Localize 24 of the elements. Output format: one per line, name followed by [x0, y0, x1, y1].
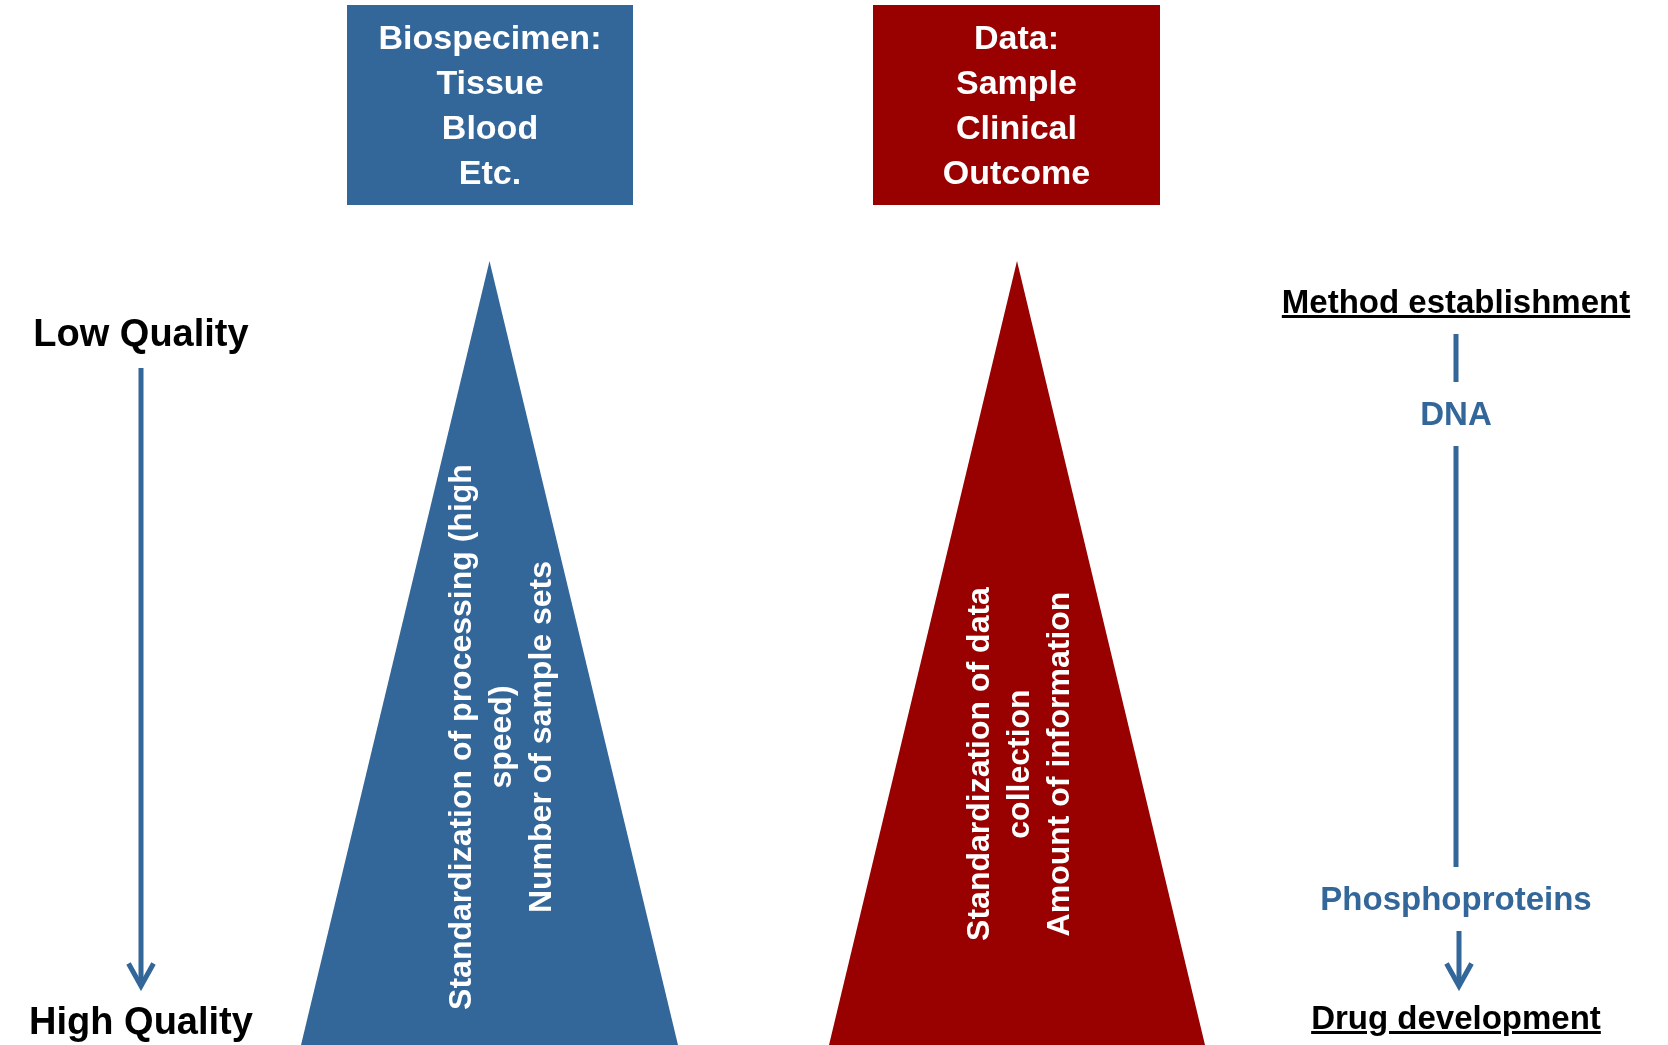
box-heading: Biospecimen: — [378, 17, 602, 58]
box-item: Clinical — [956, 107, 1077, 148]
triangle-text: Amount of information — [1039, 590, 1077, 939]
axis-label: Low Quality — [33, 311, 249, 355]
stage-label: Method establishment — [1281, 283, 1631, 321]
stage-label: Phosphoproteins — [1320, 880, 1592, 918]
triangle-text: Standardization of processing (high speed) — [441, 463, 519, 1012]
box-item: Etc. — [458, 152, 522, 193]
triangle-text: Number of sample sets — [521, 559, 559, 916]
stage-label: DNA — [1420, 395, 1492, 433]
box-heading: Data: — [974, 17, 1059, 58]
connector-line — [1453, 334, 1459, 382]
category-box — [873, 5, 1160, 205]
box-item: Sample — [956, 62, 1077, 103]
arrow — [1444, 931, 1474, 989]
axis-label: High Quality — [29, 999, 253, 1043]
stage-label: Drug development — [1311, 999, 1601, 1037]
triangle-text: Standardization of data collection — [959, 586, 1037, 943]
box-item: Outcome — [942, 152, 1091, 193]
box-item: Tissue — [436, 62, 544, 103]
connector-line — [1453, 446, 1459, 867]
box-item: Blood — [441, 107, 539, 148]
arrow — [126, 368, 156, 989]
category-box — [347, 5, 633, 205]
